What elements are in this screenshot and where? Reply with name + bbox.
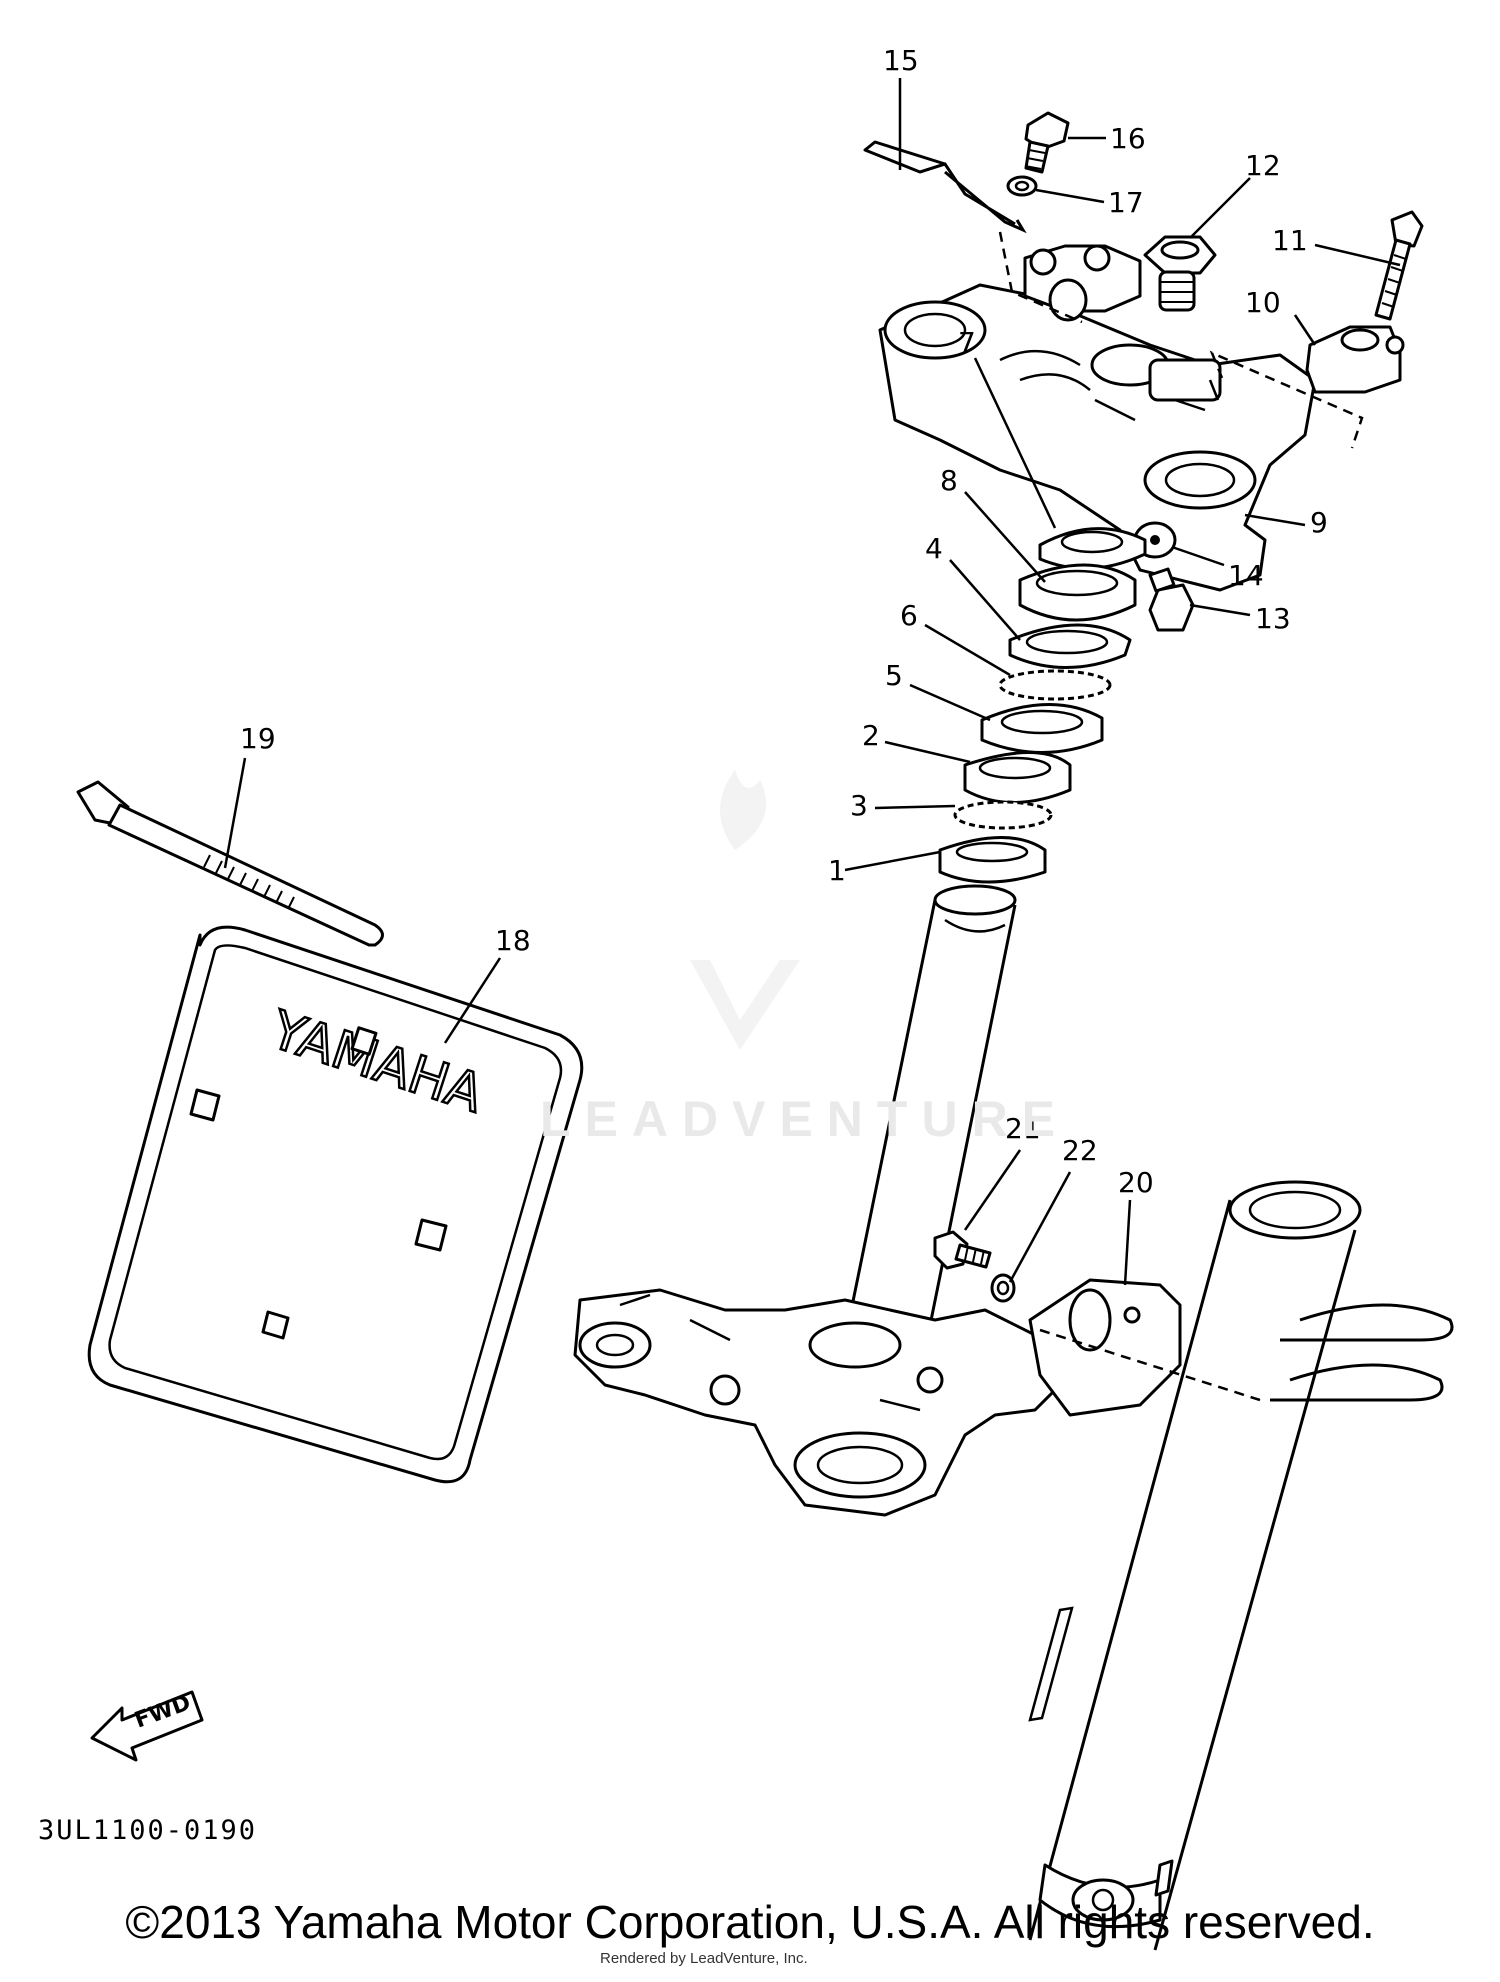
callout-16: 16 bbox=[1110, 122, 1146, 155]
callout-12: 12 bbox=[1245, 149, 1281, 182]
steering-stem[interactable] bbox=[838, 884, 1017, 1376]
leader-lines bbox=[223, 78, 1401, 1286]
callout-20: 20 bbox=[1118, 1166, 1154, 1199]
upper-bracket[interactable] bbox=[878, 283, 1317, 592]
callout-labels: 15 16 17 12 11 10 9 7 14 13 8 4 6 5 2 3 … bbox=[240, 44, 1328, 1199]
bolt-11[interactable] bbox=[1374, 210, 1424, 321]
callout-21: 21 bbox=[1005, 1112, 1041, 1145]
cable-tie-19[interactable] bbox=[76, 780, 384, 947]
bracket-20[interactable] bbox=[1028, 1278, 1261, 1417]
bearing-race-4[interactable] bbox=[1008, 623, 1132, 669]
leadventure-logo-icon bbox=[690, 770, 800, 1050]
fork-tube[interactable] bbox=[1028, 1180, 1362, 1951]
callout-14: 14 bbox=[1228, 559, 1264, 592]
ball-bearing-3[interactable] bbox=[953, 800, 1053, 830]
washer-22[interactable] bbox=[990, 1273, 1016, 1303]
dust-seal-1[interactable] bbox=[938, 836, 1047, 884]
callout-3: 3 bbox=[850, 789, 868, 822]
bearing-race-5[interactable] bbox=[980, 703, 1104, 754]
under-bracket[interactable] bbox=[573, 1288, 1067, 1517]
bearing-race-2[interactable] bbox=[963, 751, 1072, 804]
bolt-16[interactable] bbox=[1024, 111, 1070, 174]
wire-guide-15[interactable] bbox=[863, 140, 1027, 234]
callout-6: 6 bbox=[900, 599, 918, 632]
assembly-line bbox=[1209, 350, 1364, 449]
callout-8: 8 bbox=[940, 464, 958, 497]
washer-17[interactable] bbox=[1006, 175, 1038, 197]
callout-2: 2 bbox=[862, 719, 880, 752]
callout-19: 19 bbox=[240, 722, 276, 755]
callout-17: 17 bbox=[1108, 186, 1144, 219]
callout-5: 5 bbox=[885, 659, 903, 692]
watermark-text: LEADVENTURE bbox=[540, 1091, 1070, 1147]
ball-bearing-6[interactable] bbox=[998, 669, 1112, 701]
callout-1: 1 bbox=[828, 854, 846, 887]
callout-9: 9 bbox=[1310, 506, 1328, 539]
callout-15: 15 bbox=[883, 44, 919, 77]
callout-13: 13 bbox=[1255, 602, 1291, 635]
rendered-by-note: Rendered by LeadVenture, Inc. bbox=[600, 1950, 808, 1967]
bearing-cover-8[interactable] bbox=[1018, 563, 1137, 622]
callout-18: 18 bbox=[495, 924, 531, 957]
copyright-notice: ©2013 Yamaha Motor Corporation, U.S.A. A… bbox=[125, 1896, 1375, 1948]
assembly-line bbox=[998, 231, 1083, 324]
ring-nut-7[interactable] bbox=[1038, 527, 1147, 570]
bolt-21[interactable] bbox=[933, 1230, 992, 1270]
plug-bolt-12[interactable] bbox=[1143, 235, 1217, 312]
diagram-code: 3UL1100-0190 bbox=[38, 1815, 258, 1846]
bolt-13[interactable] bbox=[1148, 567, 1195, 632]
number-plate-18[interactable]: YAMAHA bbox=[87, 925, 584, 1484]
callout-7: 7 bbox=[958, 326, 976, 359]
callout-10: 10 bbox=[1245, 286, 1281, 319]
callout-11: 11 bbox=[1272, 224, 1308, 257]
callout-4: 4 bbox=[925, 532, 943, 565]
fwd-arrow-icon: FWD bbox=[90, 1690, 204, 1762]
callout-22: 22 bbox=[1062, 1134, 1098, 1167]
fork-wire-loops bbox=[1270, 1303, 1454, 1402]
handlebar-clamp[interactable] bbox=[1305, 325, 1405, 394]
handlebar-holder[interactable] bbox=[1023, 244, 1142, 322]
